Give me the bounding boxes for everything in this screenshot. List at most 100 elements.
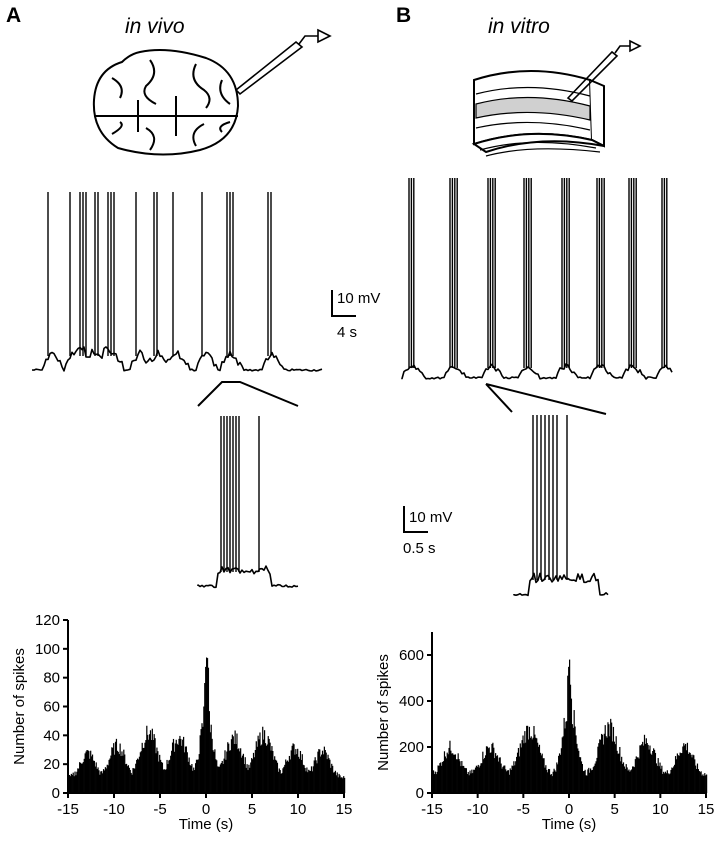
histogram-bar — [443, 751, 446, 793]
histogram-bar — [674, 756, 677, 793]
histogram-bar — [590, 770, 593, 793]
histogram-bar — [96, 769, 98, 793]
histogram-bar — [87, 750, 89, 793]
histogram-bar — [123, 749, 125, 793]
histogram-bar — [499, 757, 501, 793]
histogram-bar — [661, 765, 663, 793]
histogram-bar — [630, 770, 632, 793]
histogram-bar — [234, 730, 236, 793]
histogram-bar — [183, 736, 185, 793]
histogram-bar — [679, 752, 681, 793]
histogram-bar — [172, 738, 175, 793]
y-tick-label: 80 — [43, 670, 60, 687]
histogram-bar — [463, 767, 466, 793]
histogram-bar — [527, 739, 530, 793]
histogram-bar — [469, 770, 471, 793]
histogram-bar — [104, 767, 107, 793]
histogram-bar — [212, 750, 214, 793]
histogram-bar — [505, 769, 507, 793]
histogram-bars — [68, 657, 346, 793]
histogram-bar — [649, 745, 651, 793]
histogram-bar — [142, 747, 144, 793]
histogram-bar — [109, 758, 111, 793]
histogram-bar — [621, 763, 624, 793]
histogram-bar — [147, 734, 149, 793]
histogram-bar — [210, 724, 212, 793]
histogram-bar — [437, 765, 439, 793]
histogram-bar — [257, 735, 259, 793]
histogram-bar — [254, 749, 256, 793]
histogram-bar — [459, 761, 461, 793]
histogram-bar — [675, 759, 678, 793]
histogram-bar — [306, 767, 308, 793]
histogram-bar — [656, 765, 658, 793]
histogram-bar — [280, 773, 282, 793]
histogram-bar — [145, 740, 147, 793]
histogram-bar — [505, 771, 508, 793]
zoom-indicator-b — [485, 383, 607, 415]
histogram-bar — [323, 746, 325, 793]
histogram-bar — [160, 759, 162, 793]
histogram-bar — [619, 746, 621, 793]
scale-bar-top-time: 4 s — [337, 324, 357, 341]
histogram-bar — [312, 766, 314, 793]
y-tick-label: 200 — [399, 739, 424, 756]
histogram-bar — [270, 750, 272, 793]
histogram-bar — [622, 762, 625, 793]
histogram-bar — [582, 771, 584, 793]
histogram-bar — [519, 743, 521, 793]
histogram-bar — [657, 758, 659, 793]
histogram-bar — [269, 742, 271, 793]
brain-illustration — [92, 49, 240, 156]
histogram-bar — [192, 770, 194, 793]
histogram-bar — [85, 751, 87, 793]
histogram-bar — [559, 754, 562, 793]
x-tick-label: 0 — [202, 801, 210, 818]
histogram-bar — [658, 766, 660, 793]
histogram-bar — [260, 745, 262, 793]
histogram-bar — [315, 760, 317, 793]
panel-letter-b: B — [396, 4, 411, 27]
histogram-bar — [336, 772, 338, 793]
histogram-bar — [298, 756, 300, 793]
histogram-bar — [528, 726, 531, 793]
histogram-bar — [221, 760, 223, 793]
histogram-bar — [137, 759, 140, 793]
histogram-bar — [491, 743, 493, 793]
histogram-bar — [668, 774, 670, 793]
histogram-bar — [625, 764, 627, 793]
histogram-bar — [574, 726, 576, 793]
histogram-bar — [471, 769, 473, 793]
y-tick-label: 120 — [35, 612, 60, 629]
in-vitro-zoomed-trace — [513, 415, 609, 597]
histogram-bar — [493, 747, 495, 793]
histogram-bar — [509, 768, 511, 793]
histogram-bar — [461, 761, 463, 793]
histogram-bar — [130, 772, 132, 793]
histogram-bar — [274, 756, 276, 793]
histogram-bar — [456, 759, 458, 793]
histogram-bar — [150, 740, 153, 793]
histogram-bar — [107, 765, 109, 793]
histogram-bar — [90, 750, 92, 793]
histogram-bar — [457, 753, 459, 793]
histogram-bar — [321, 754, 323, 793]
histogram-bar — [548, 769, 551, 793]
histogram-bar — [106, 764, 108, 793]
histogram-bar — [542, 758, 544, 793]
histogram-bar — [522, 735, 524, 793]
histogram-bar — [203, 706, 205, 793]
histogram-bar — [158, 761, 160, 793]
histogram-bar — [633, 767, 636, 793]
histogram-bar — [324, 750, 326, 793]
x-tick-label: 15 — [698, 801, 715, 818]
histogram-bar — [554, 770, 556, 793]
histogram-bar — [241, 755, 244, 793]
histogram-bar — [327, 754, 329, 793]
histogram-bar — [476, 766, 478, 793]
histogram-bar — [501, 768, 503, 793]
histogram-bar — [283, 766, 285, 793]
histogram-bar — [236, 733, 238, 793]
histogram-bar — [568, 666, 570, 793]
y-axis-label: Number of spikes — [11, 648, 28, 765]
